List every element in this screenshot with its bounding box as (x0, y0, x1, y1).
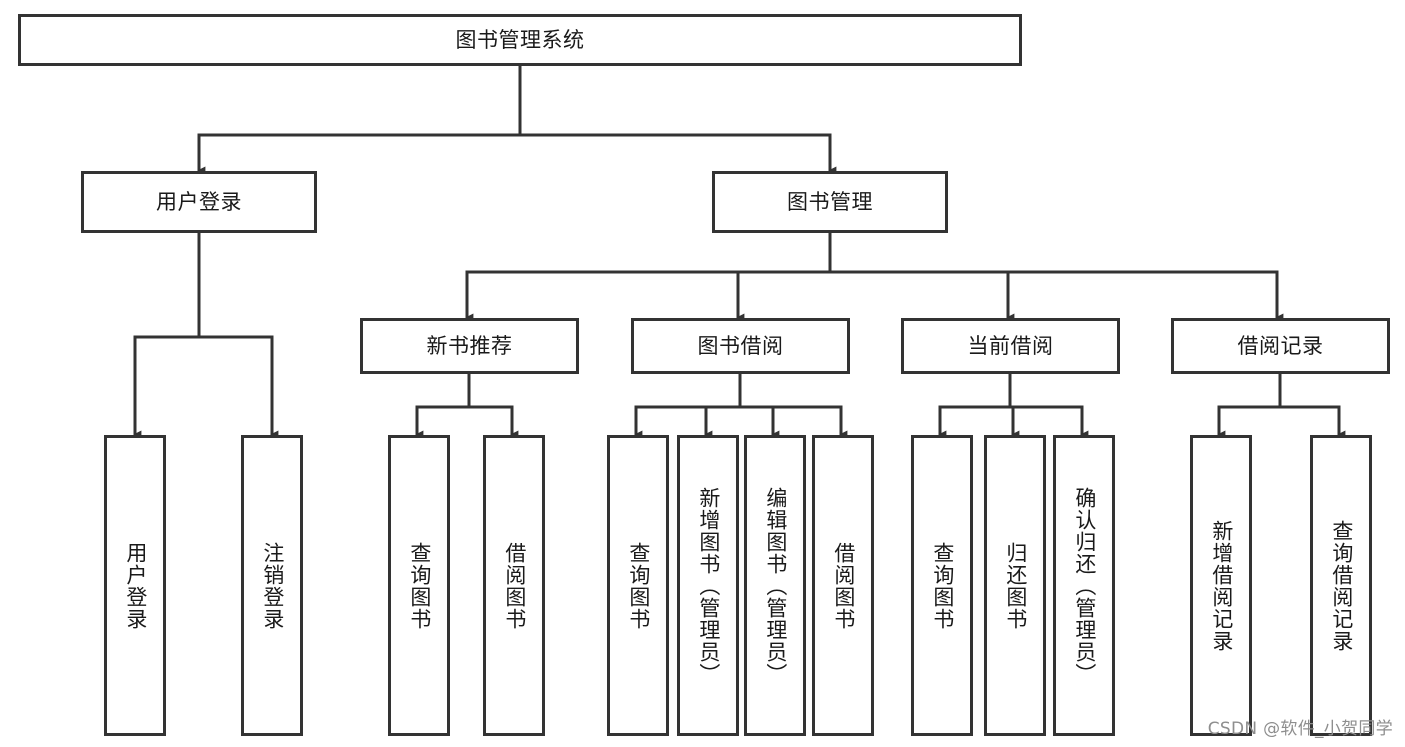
node-book-borrow[interactable]: 图书借阅 (631, 318, 850, 374)
node-leaf-borrow-book-2[interactable]: 借阅图书 (812, 435, 874, 736)
node-leaf-user-login-label: 用户登录 (123, 541, 148, 630)
node-book-manage[interactable]: 图书管理 (712, 171, 948, 233)
node-leaf-add-record[interactable]: 新增借阅记录 (1190, 435, 1252, 736)
node-leaf-query-book-1-label: 查询图书 (407, 541, 432, 630)
node-leaf-query-book-3-label: 查询图书 (930, 541, 955, 630)
node-leaf-borrow-book-1-label: 借阅图书 (502, 541, 527, 630)
node-book-manage-label: 图书管理 (787, 189, 873, 214)
node-leaf-confirm-return-label: 确认归还（管理员） (1072, 486, 1097, 685)
node-root-图书管理系统[interactable]: 图书管理系统 (18, 14, 1022, 66)
node-leaf-query-book-1[interactable]: 查询图书 (388, 435, 450, 736)
watermark-label: CSDN @软件_小贺同学 (1207, 719, 1393, 739)
node-book-borrow-label: 图书借阅 (697, 333, 784, 358)
node-root-图书管理系统-label: 图书管理系统 (455, 27, 585, 52)
node-user-login-label: 用户登录 (156, 189, 242, 214)
node-leaf-confirm-return[interactable]: 确认归还（管理员） (1053, 435, 1115, 736)
node-leaf-query-book-3[interactable]: 查询图书 (911, 435, 973, 736)
node-leaf-add-record-label: 新增借阅记录 (1209, 519, 1234, 652)
node-leaf-user-login[interactable]: 用户登录 (104, 435, 166, 736)
node-current-borrow[interactable]: 当前借阅 (901, 318, 1120, 374)
node-leaf-logout[interactable]: 注销登录 (241, 435, 303, 736)
edge-paths (133, 64, 1346, 438)
node-borrow-record-label: 借阅记录 (1237, 333, 1324, 358)
node-leaf-add-book-label: 新增图书（管理员） (696, 486, 721, 685)
node-new-book-rec-label: 新书推荐 (426, 333, 513, 358)
node-leaf-borrow-book-2-label: 借阅图书 (831, 541, 856, 630)
node-leaf-add-book[interactable]: 新增图书（管理员） (677, 435, 739, 736)
node-leaf-return-book[interactable]: 归还图书 (984, 435, 1046, 736)
node-leaf-query-record-label: 查询借阅记录 (1329, 519, 1354, 652)
node-leaf-query-book-2-label: 查询图书 (626, 541, 651, 630)
node-leaf-logout-label: 注销登录 (260, 541, 285, 630)
node-current-borrow-label: 当前借阅 (967, 333, 1054, 358)
node-leaf-query-record[interactable]: 查询借阅记录 (1310, 435, 1372, 736)
node-leaf-query-book-2[interactable]: 查询图书 (607, 435, 669, 736)
node-leaf-edit-book[interactable]: 编辑图书（管理员） (744, 435, 806, 736)
node-leaf-edit-book-label: 编辑图书（管理员） (763, 486, 788, 685)
node-user-login[interactable]: 用户登录 (81, 171, 317, 233)
node-leaf-return-book-label: 归还图书 (1003, 541, 1028, 630)
node-borrow-record[interactable]: 借阅记录 (1171, 318, 1390, 374)
node-new-book-rec[interactable]: 新书推荐 (360, 318, 579, 374)
node-leaf-borrow-book-1[interactable]: 借阅图书 (483, 435, 545, 736)
